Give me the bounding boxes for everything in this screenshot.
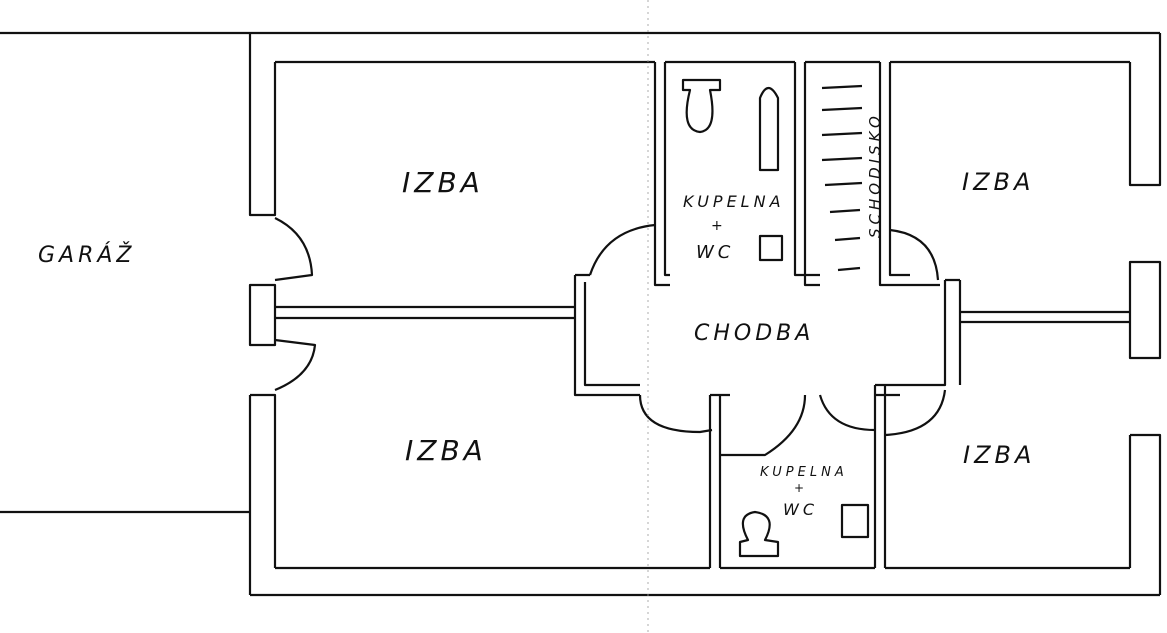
label-bathroom-bottom-plus: + xyxy=(794,481,808,495)
door-arc xyxy=(818,394,876,432)
bathroom-top-walls xyxy=(653,62,820,287)
label-room-top-left: IZBA xyxy=(402,166,484,199)
label-staircase: SCHODISKO xyxy=(866,112,884,238)
door-arc xyxy=(884,389,947,437)
wall-left-rooms xyxy=(275,305,575,320)
garage-outline xyxy=(0,31,250,514)
label-room-top-right: IZBA xyxy=(962,168,1034,196)
label-garage: GARÁŽ xyxy=(38,242,136,268)
toilet-icon xyxy=(738,510,780,558)
door-arc xyxy=(638,394,713,434)
label-bathroom-top-wc: WC xyxy=(696,242,734,263)
corridor-left-wall xyxy=(573,273,640,397)
shower-icon xyxy=(840,503,870,539)
outer-wall-bottom xyxy=(250,566,1160,597)
stair-treads xyxy=(821,84,863,272)
label-bathroom-top: KUPELNA xyxy=(683,192,785,211)
outer-wall-left xyxy=(248,33,277,595)
label-bathroom-bottom: KUPELNA xyxy=(760,465,848,480)
label-bathroom-top-plus: + xyxy=(711,218,727,234)
door-arc xyxy=(720,394,807,457)
door-arc xyxy=(274,217,314,282)
door-arc xyxy=(588,223,656,276)
bathroom-bottom-walls xyxy=(708,385,900,568)
door-arc xyxy=(274,338,317,392)
outer-wall-top xyxy=(250,31,1160,64)
label-room-bottom-left: IZBA xyxy=(405,434,487,467)
outer-wall-right xyxy=(1128,33,1162,595)
door-arc xyxy=(889,228,940,281)
bathtub-icon xyxy=(758,86,780,172)
label-room-bottom-right: IZBA xyxy=(963,441,1035,469)
corridor-right-wall xyxy=(875,278,1130,387)
shower-icon xyxy=(758,234,784,262)
label-bathroom-bottom-wc: WC xyxy=(783,500,818,519)
label-corridor: CHODBA xyxy=(694,321,814,346)
sink-icon xyxy=(681,78,722,134)
stair-wall xyxy=(878,62,940,287)
